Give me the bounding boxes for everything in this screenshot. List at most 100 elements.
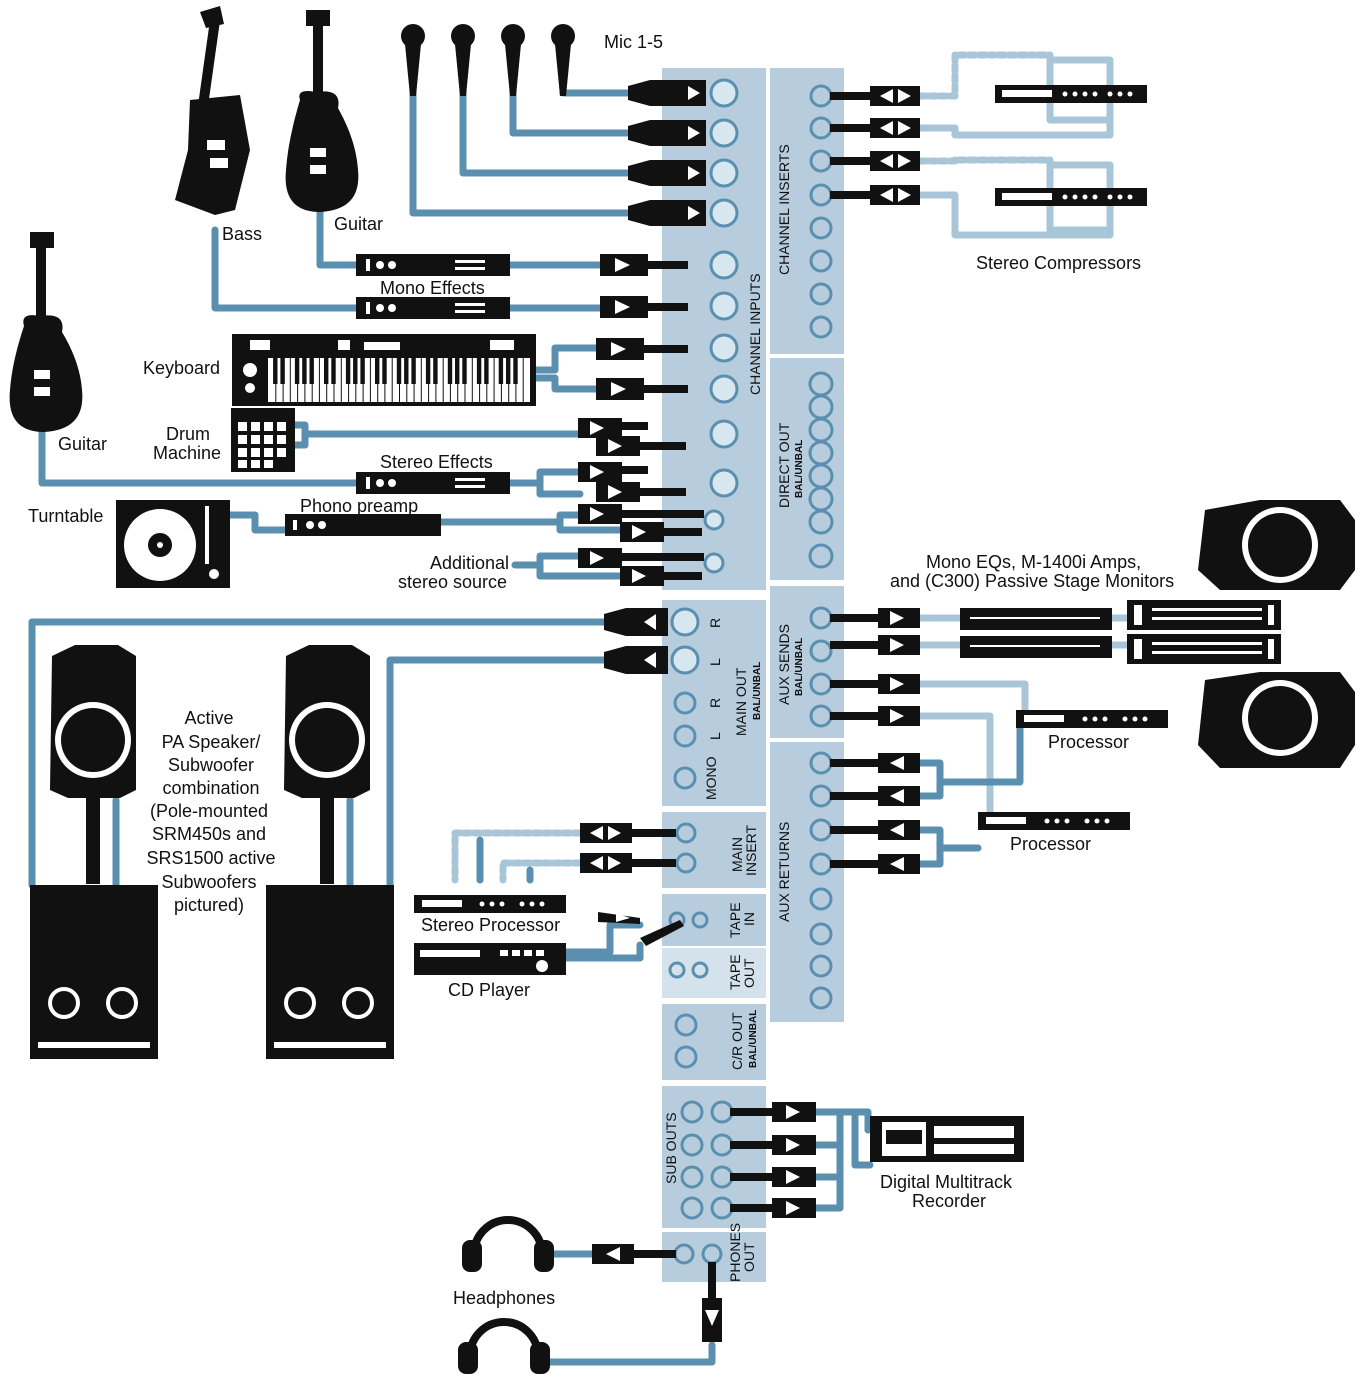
tape-out-panel [662, 948, 766, 998]
connectors [578, 80, 920, 1342]
pa-line-8: pictured) [174, 895, 244, 915]
main-out-r-label: R [707, 618, 723, 628]
main-out-l-label: L [707, 658, 723, 666]
additional-label-2: stereo source [398, 572, 507, 592]
xlr-main-out-r [604, 608, 668, 636]
sub-outs-label: SUB OUTS [663, 1112, 679, 1184]
keyboard-label: Keyboard [143, 358, 220, 378]
mono-eq-2 [960, 636, 1112, 658]
recorder-label-2: Recorder [912, 1191, 986, 1211]
stereo-processor-unit [414, 895, 566, 913]
mixer-panels [662, 68, 844, 1282]
headphones-icon-1 [470, 1216, 546, 1255]
phono-preamp-unit [285, 514, 441, 536]
headphones-label: Headphones [453, 1288, 555, 1308]
cr-out-label: C/R OUT [729, 1012, 745, 1070]
xlr-plug-mic-3 [628, 160, 706, 186]
phones-label-2: OUT [741, 1242, 757, 1272]
panel-labels: CHANNEL INPUTS CHANNEL INSERTS DIRECT OU… [663, 144, 805, 1282]
aux-sends-sublabel: BAL/UNBAL [794, 638, 805, 696]
electric-guitar-icon [285, 10, 359, 212]
direct-out-sublabel: BAL/UNBAL [794, 440, 805, 498]
channel-inputs-panel [662, 68, 766, 590]
pa-line-7: Subwoofers [161, 872, 256, 892]
pa-speaker-left [50, 645, 136, 884]
pa-line-2: Subwoofer [168, 755, 254, 775]
pa-line-3: combination [162, 778, 259, 798]
additional-label-1: Additional [430, 553, 509, 573]
recorder-label-1: Digital Multitrack [880, 1172, 1013, 1192]
xlr-plug-mic-2 [628, 120, 706, 146]
bass-label: Bass [222, 224, 262, 244]
pa-line-6: SRS1500 active [146, 848, 275, 868]
cd-player-label: CD Player [448, 980, 530, 1000]
stage-monitor-bottom [1198, 672, 1355, 768]
mono-effects-unit-2 [356, 297, 510, 319]
stereo-processor-label: Stereo Processor [421, 915, 560, 935]
devices [9, 6, 1355, 1374]
mic-label: Mic 1-5 [604, 32, 663, 52]
stereo-compressors-label: Stereo Compressors [976, 253, 1141, 273]
mono-eq-1 [960, 608, 1112, 630]
cr-out-sublabel: BAL/UNBAL [748, 1010, 759, 1068]
keyboard-icon [232, 334, 536, 406]
xlr-plug-mic-1 [628, 80, 706, 106]
drum-machine-icon [231, 408, 295, 472]
mono-effects-unit-1 [356, 254, 510, 276]
monitors-label-2: and (C300) Passive Stage Monitors [890, 571, 1174, 591]
guitar-left-label: Guitar [58, 434, 107, 454]
tape-in-label-1: TAPE [727, 902, 743, 938]
mono-label: MONO [703, 756, 719, 800]
pa-line-0: Active [184, 708, 233, 728]
pa-line-4: (Pole-mounted [150, 801, 268, 821]
main-out-l2-label: L [707, 732, 723, 740]
aux-sends-label: AUX SENDS [776, 624, 792, 705]
microphone-icon [401, 24, 575, 96]
channel-input-jacks [703, 78, 739, 574]
bass-guitar-icon [175, 6, 250, 215]
main-out-label: MAIN OUT [733, 667, 749, 736]
digital-multitrack-recorder [870, 1116, 1024, 1162]
monitors-label-1: Mono EQs, M-1400i Amps, [926, 552, 1141, 572]
cd-player-unit [414, 943, 566, 975]
headphones-icon-2 [466, 1318, 542, 1357]
pa-speaker-right [284, 645, 370, 884]
subwoofer-right [266, 885, 394, 1059]
guitar-top-label: Guitar [334, 214, 383, 234]
channel-inputs-label: CHANNEL INPUTS [747, 273, 763, 395]
mono-effects-label: Mono Effects [380, 278, 485, 298]
main-out-trs-jacks [673, 691, 697, 790]
amp-2 [1127, 634, 1281, 664]
electric-guitar-icon-left [9, 232, 83, 432]
amp-1 [1127, 600, 1281, 630]
channel-inserts-panel [770, 68, 844, 354]
aux-returns-label: AUX RETURNS [776, 822, 792, 922]
main-out-jacks [670, 607, 700, 675]
phones-label-1: PHONES [727, 1223, 743, 1282]
channel-inserts-label: CHANNEL INSERTS [776, 144, 792, 275]
pa-line-5: SRM450s and [152, 824, 266, 844]
turntable-icon [116, 500, 230, 588]
subwoofer-left [30, 885, 158, 1059]
stereo-compressor-2 [995, 188, 1147, 206]
processor-label-2: Processor [1010, 834, 1091, 854]
processor-1 [1016, 710, 1168, 728]
direct-out-jacks [808, 371, 834, 569]
rca-plugs-tape-in [598, 912, 684, 946]
tape-in-panel [662, 894, 766, 946]
pa-line-1: PA Speaker/ [162, 732, 261, 752]
stage-monitor-top [1198, 500, 1355, 590]
main-insert-label-1: MAIN [729, 837, 745, 872]
main-insert-panel [662, 812, 766, 888]
tape-out-label-2: OUT [741, 958, 757, 988]
drum-label-1: Drum [166, 424, 210, 444]
aux-returns-panel [770, 742, 844, 1022]
stereo-compressor-1 [995, 85, 1147, 103]
stereo-effects-label: Stereo Effects [380, 452, 493, 472]
xlr-plug-mic-4 [628, 200, 706, 226]
main-insert-label-2: INSERT [743, 824, 759, 876]
tape-in-label-2: IN [741, 912, 757, 926]
tape-out-label-1: TAPE [727, 954, 743, 990]
drum-label-2: Machine [153, 443, 221, 463]
